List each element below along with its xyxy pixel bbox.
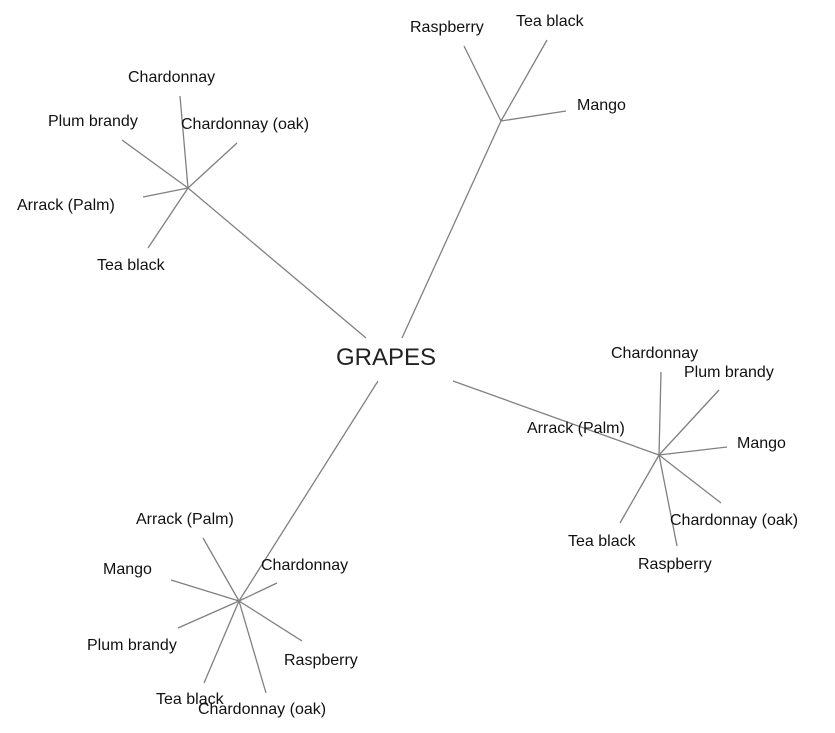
leaf-label: Chardonnay (oak) bbox=[198, 701, 327, 718]
edge-bl-mango bbox=[170, 579, 240, 602]
edge-ul-chardonnay bbox=[179, 95, 189, 189]
edge-bl-tea-black bbox=[203, 600, 240, 684]
leaf-label: Tea black bbox=[516, 13, 584, 30]
edge-center-upper-left bbox=[187, 187, 367, 339]
edge-ul-arrack bbox=[142, 187, 189, 198]
leaf-label: Arrack (Palm) bbox=[136, 511, 234, 528]
edge-top-tea-black bbox=[500, 39, 548, 122]
leaf-label: Chardonnay bbox=[261, 557, 349, 574]
edge-ul-plum-brandy bbox=[121, 139, 189, 189]
center-node-label: GRAPES bbox=[336, 344, 437, 371]
leaf-label: Mango bbox=[103, 561, 152, 578]
leaf-label: Raspberry bbox=[410, 19, 484, 36]
edge-bl-plum-brandy bbox=[177, 600, 240, 629]
leaf-label: Chardonnay bbox=[128, 69, 216, 86]
leaf-label: Chardonnay (oak) bbox=[181, 116, 310, 133]
edge-ul-chardonnay-oak bbox=[187, 142, 238, 189]
edge-r-raspberry bbox=[658, 454, 678, 547]
edge-center-bottom-left bbox=[238, 380, 379, 602]
leaf-label: Plum brandy bbox=[684, 364, 774, 381]
edge-r-plum-brandy bbox=[658, 389, 720, 456]
edge-bl-arrack bbox=[202, 537, 240, 602]
leaf-label: Mango bbox=[737, 435, 786, 452]
leaf-label: Arrack (Palm) bbox=[17, 197, 115, 214]
edge-bl-raspberry bbox=[238, 600, 303, 642]
edge-r-tea-black bbox=[619, 454, 660, 524]
edge-bl-chardonnay-oak bbox=[238, 600, 267, 694]
edge-r-mango bbox=[658, 446, 728, 456]
edge-center-top bbox=[401, 120, 502, 339]
leaf-label: Tea black bbox=[156, 691, 224, 708]
edge-r-chardonnay bbox=[658, 371, 662, 456]
leaf-label: Tea black bbox=[568, 533, 636, 550]
leaf-label: Tea black bbox=[97, 257, 165, 274]
leaf-label: Mango bbox=[577, 97, 626, 114]
edge-center-right bbox=[452, 380, 660, 456]
edge-top-raspberry bbox=[463, 45, 502, 122]
edge-r-chardonnay-oak bbox=[658, 454, 722, 504]
edge-bl-chardonnay bbox=[238, 582, 278, 602]
leaf-label: Arrack (Palm) bbox=[527, 420, 625, 437]
leaf-label: Raspberry bbox=[638, 556, 712, 573]
leaf-label: Plum brandy bbox=[87, 637, 177, 654]
edge-top-mango bbox=[500, 110, 567, 122]
leaf-label: Chardonnay (oak) bbox=[670, 512, 799, 529]
leaf-label: Chardonnay bbox=[611, 345, 699, 362]
leaf-label: Raspberry bbox=[284, 652, 358, 669]
edge-ul-tea-black bbox=[147, 187, 189, 249]
leaf-label: Plum brandy bbox=[48, 113, 138, 130]
